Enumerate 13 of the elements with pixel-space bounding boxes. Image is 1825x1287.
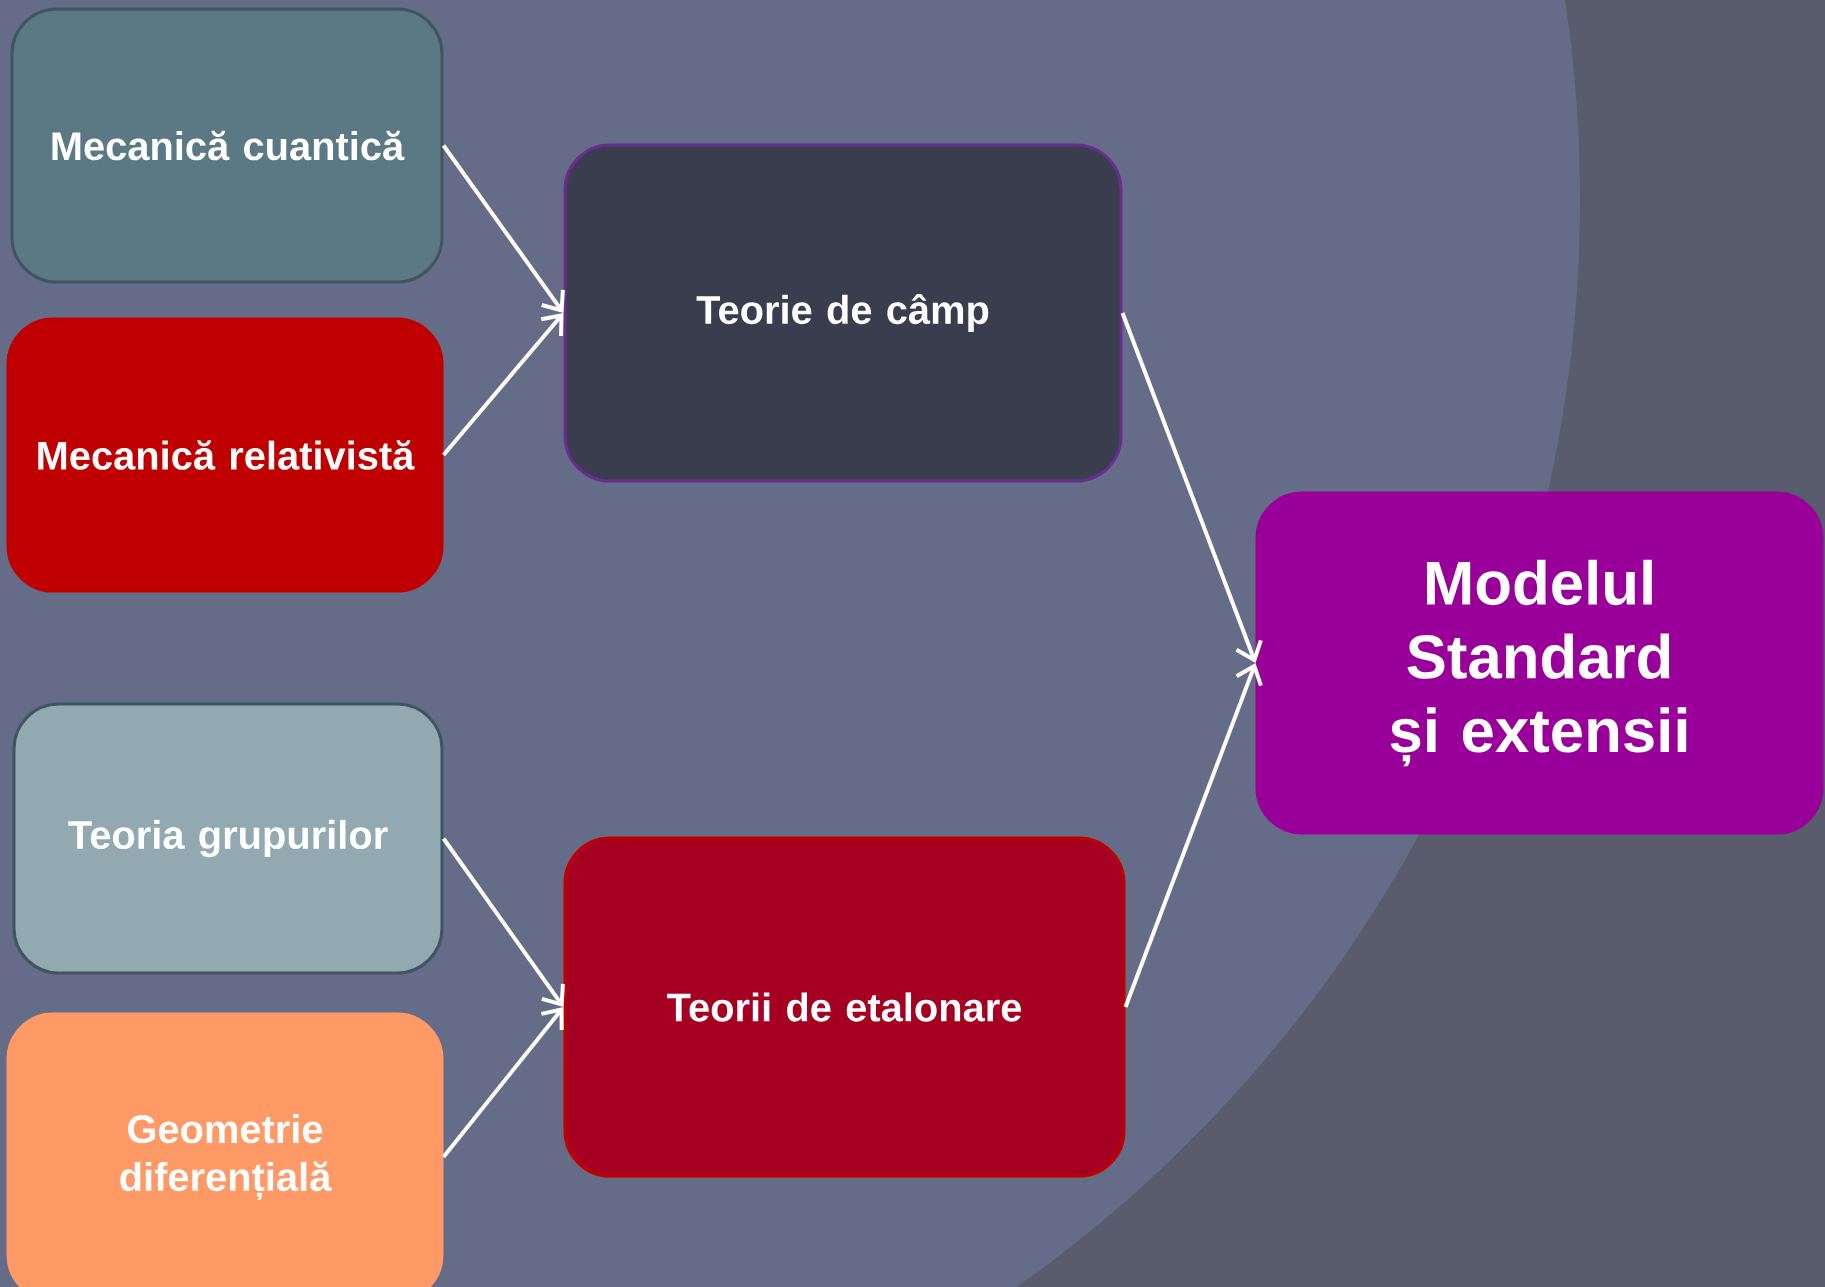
arrow	[441, 313, 564, 457]
process-box: Mecanică relativistă	[6, 317, 444, 593]
arrow	[441, 1007, 564, 1159]
process-box: Teoria grupurilor	[12, 702, 444, 975]
process-box: Teorii de etalonare	[563, 836, 1126, 1178]
arrow	[1120, 312, 1263, 663]
arrow	[1123, 663, 1263, 1008]
process-box: Teorie de câmp	[563, 143, 1123, 483]
process-box: Geometrie diferențială	[6, 1012, 444, 1287]
process-box: Mecanică cuantică	[10, 7, 444, 284]
process-box: Modelul Standard și extensii	[1255, 491, 1824, 835]
arrow	[441, 144, 565, 313]
arrow	[441, 837, 565, 1007]
